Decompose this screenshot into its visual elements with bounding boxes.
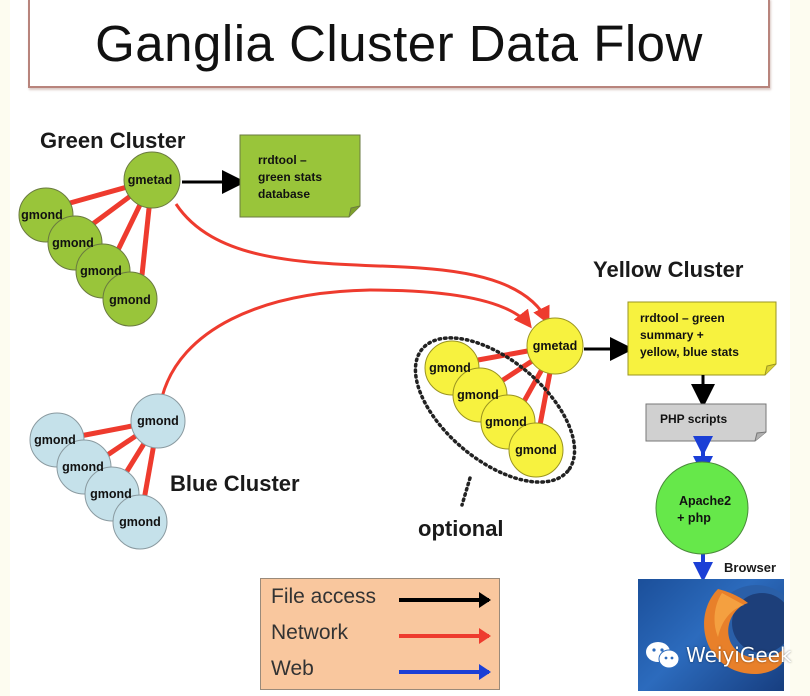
blue-gmond-label-1: gmond — [34, 433, 76, 447]
php-note-fold — [754, 431, 767, 442]
yellow-gmond-node-4 — [508, 422, 564, 478]
yellow-gmond-label-3: gmond — [485, 415, 527, 429]
legend-arrow-black — [399, 592, 491, 608]
php-scripts-label: PHP scripts — [660, 412, 727, 426]
yellow-gmond-label-2: gmond — [457, 388, 499, 402]
green-note-line-3: database — [258, 187, 310, 201]
blue-head-gmond-node — [130, 393, 186, 449]
wechat-icon — [646, 642, 680, 669]
optional-pointer — [460, 476, 472, 507]
yellow-gmond-label-1: gmond — [429, 361, 471, 375]
green-to-yellow-network-link — [174, 203, 550, 325]
yellow-note-fold — [764, 363, 777, 376]
green-gmond-label-4: gmond — [109, 293, 151, 307]
legend-label-network: Network — [271, 621, 349, 644]
yellow-cluster-label: Yellow Cluster — [593, 257, 744, 282]
green-note-line-2: green stats — [258, 170, 322, 184]
yellow-gmond-label-4: gmond — [515, 443, 557, 457]
apache-label-line-2: + php — [677, 511, 711, 525]
legend-item-file-access: File access — [271, 585, 376, 609]
watermark: WeiyiGeek — [645, 640, 792, 670]
legend-item-network: Network — [271, 621, 348, 645]
green-gmond-node-4 — [102, 271, 158, 327]
apache-label-line-1: Apache2 — [679, 494, 731, 508]
optional-label: optional — [418, 516, 504, 541]
blue-gmond-label-4: gmond — [119, 515, 161, 529]
legend-label-file-access: File access — [271, 585, 377, 608]
green-gmond-label-1: gmond — [21, 208, 63, 222]
optional-boundary — [413, 336, 577, 484]
blue-head-gmond-label: gmond — [137, 414, 179, 428]
legend-label-web: Web — [271, 657, 314, 680]
blue-cluster-label: Blue Cluster — [170, 471, 300, 496]
firefox-logo-icon — [704, 585, 784, 674]
green-gmond-label-3: gmond — [80, 264, 122, 278]
apache-php-node — [655, 461, 749, 555]
legend: File access Network Web — [260, 578, 500, 690]
legend-arrow-red — [399, 628, 491, 644]
legend-arrow-blue — [399, 664, 491, 680]
blue-to-yellow-network-link — [160, 288, 532, 398]
yellow-gmetad-label: gmetad — [533, 339, 577, 353]
yellow-note-line-2: summary + — [640, 328, 704, 342]
green-gmetad-label: gmetad — [128, 173, 172, 187]
green-gmond-label-2: gmond — [52, 236, 94, 250]
diagram-title: Ganglia Cluster Data Flow — [95, 15, 703, 72]
blue-gmond-node-4 — [112, 494, 168, 550]
watermark-text: WeiyiGeek — [686, 643, 792, 667]
legend-item-web: Web — [271, 657, 314, 681]
yellow-note-line-3: yellow, blue stats — [640, 345, 739, 359]
blue-gmond-label-2: gmond — [62, 460, 104, 474]
browser-image — [638, 579, 784, 691]
green-gmetad-node — [123, 151, 181, 209]
green-note-line-1: rrdtool – — [258, 153, 307, 167]
blue-gmond-label-3: gmond — [90, 487, 132, 501]
green-cluster-label: Green Cluster — [40, 128, 186, 153]
yellow-note-line-1: rrdtool – green — [640, 311, 725, 325]
yellow-gmetad-node — [526, 317, 584, 375]
browser-label: Browser — [724, 560, 776, 575]
title-box: Ganglia Cluster Data Flow — [28, 0, 770, 88]
green-note-fold — [348, 205, 361, 218]
